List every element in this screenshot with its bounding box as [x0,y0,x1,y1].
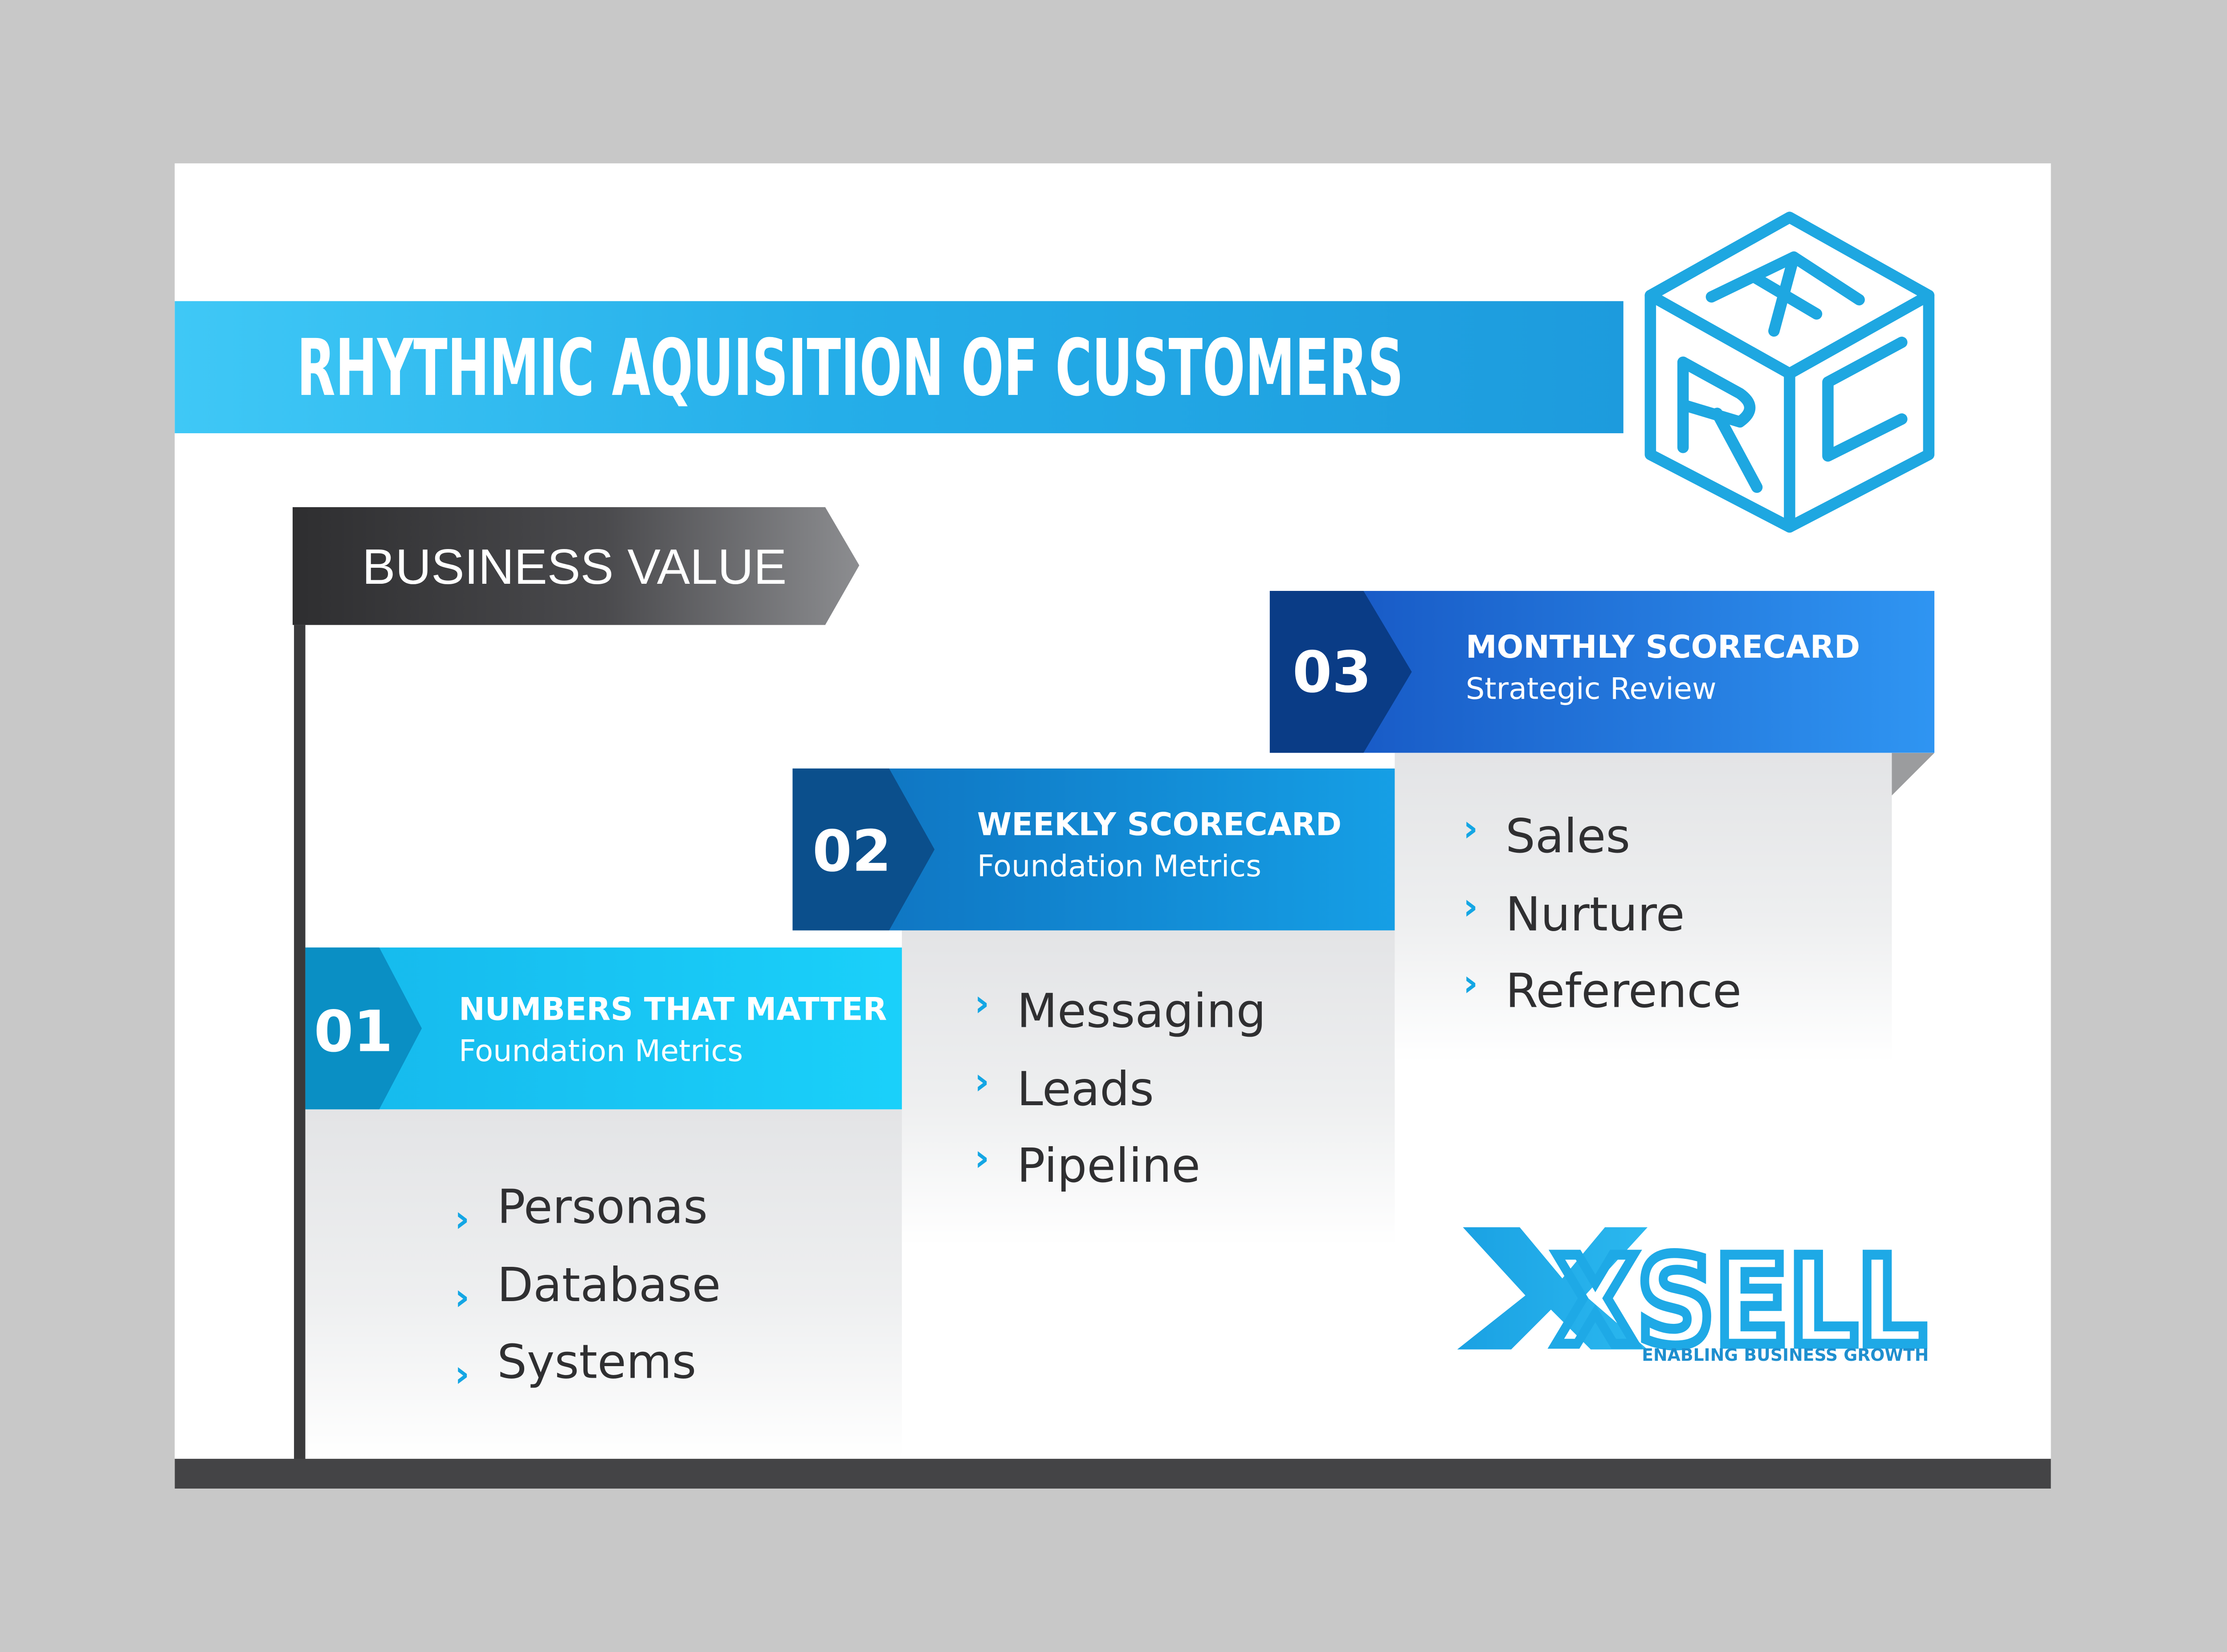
infographic-card: RHYTHMIC AQUISITION OF CUSTOMERS [175,163,2051,1489]
step-2-header-bg [792,768,1438,931]
arc-letter-c [1822,337,1908,462]
step-3-panel [1395,753,1892,1063]
x-mark-icon [1457,1227,1648,1350]
chevron-right-icon: › [974,1060,990,1103]
step-3-header-bg [1269,591,1935,753]
step-3-number: 03 [1292,640,1372,706]
step-1-subtitle: Foundation Metrics [458,1034,743,1068]
step-2-number: 02 [812,819,892,885]
title-banner [175,301,1623,433]
footer-strip [175,1459,2051,1489]
chevron-right-icon: › [1463,885,1478,928]
step-3-header: 03 MONTHLY SCORECARD Strategic Review [1269,591,1935,753]
chevron-right-icon: › [1463,963,1478,1006]
step-1-panel [305,1109,902,1459]
brand-tagline: ENABLING BUSINESS GROWTH [1642,1345,1929,1363]
step-2-panel [901,930,1395,1246]
step-3-fold [1892,753,1935,796]
arc-cube-logo [1644,212,1935,533]
chevron-right-icon: › [454,1276,470,1319]
chevron-right-icon: › [974,1138,990,1180]
brand-name: XSELL [1554,1230,1926,1364]
step-1-header: 01 NUMBERS THAT MATTER Foundation Metric… [305,947,945,1110]
step-3-title: MONTHLY SCORECARD [1465,631,1860,667]
step-2-title: WEEKLY SCORECARD [977,808,1342,844]
step-3-subtitle: Strategic Review [1465,671,1717,706]
step-2-header: 02 WEEKLY SCORECARD Foundation Metrics [792,768,1438,931]
chevron-right-icon: › [454,1354,470,1396]
chevron-right-icon: › [974,983,990,1026]
step-2-subtitle: Foundation Metrics [977,849,1262,884]
step-1-header-bg [305,947,945,1110]
step-1-title: NUMBERS THAT MATTER [458,993,887,1029]
xsell-logo: XSELL ENABLING BUSINESS GROWTH [1457,1225,1931,1364]
axis-pole [294,625,306,1463]
chevron-right-icon: › [454,1199,470,1242]
chevron-right-icon: › [1463,808,1478,851]
business-value-label: BUSINESS VALUE [362,540,787,595]
page-title: RHYTHMIC AQUISITION OF CUSTOMERS [297,322,1404,414]
business-value-tag [292,507,860,625]
step-1-number: 01 [314,1000,393,1066]
